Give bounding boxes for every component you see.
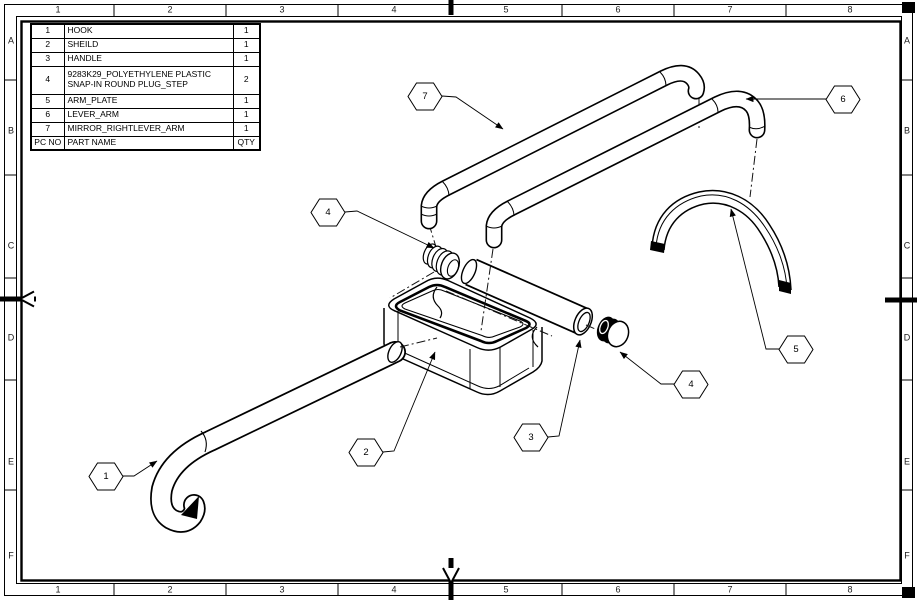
part-4-plug-ribbed <box>422 243 461 280</box>
part-3-handle-cylinder <box>460 258 594 336</box>
header-qty: QTY <box>232 135 261 151</box>
part-pc-no: 3 <box>30 51 65 67</box>
part-qty: 1 <box>232 107 261 123</box>
header-pc-no: PC NO <box>30 135 65 151</box>
table-row: 4 9283K29_POLYETHYLENE PLASTIC SNAP-IN R… <box>30 65 261 95</box>
zone-col-top-4: 4 <box>391 4 397 15</box>
part-name: ARM_PLATE <box>63 93 234 109</box>
part-qty: 1 <box>232 23 261 39</box>
corner-trim-marks <box>902 2 915 598</box>
parts-table: 1 HOOK 1 2 SHEILD 1 3 HANDLE 1 4 9283K29… <box>30 23 261 151</box>
zone-col-top-5: 5 <box>503 4 509 15</box>
zone-row-left-d: D <box>7 332 15 343</box>
zone-col-bottom-1: 1 <box>55 584 61 595</box>
zone-col-top-1: 1 <box>55 4 61 15</box>
zone-col-bottom-2: 2 <box>167 584 173 595</box>
zone-col-top-8: 8 <box>847 4 853 15</box>
part-6-lever-arm <box>485 90 766 249</box>
balloon-2-label: 2 <box>363 447 369 458</box>
part-pc-no: 4 <box>30 65 65 95</box>
zone-col-bottom-4: 4 <box>391 584 397 595</box>
table-header-row: PC NO PART NAME QTY <box>30 135 261 151</box>
table-row: 2 SHEILD 1 <box>30 37 261 53</box>
part-qty: 1 <box>232 37 261 53</box>
zone-col-bottom-6: 6 <box>615 584 621 595</box>
zone-row-right-e: E <box>903 456 911 467</box>
table-row: 6 LEVER_ARM 1 <box>30 107 261 123</box>
part-name: 9283K29_POLYETHYLENE PLASTIC SNAP-IN ROU… <box>63 65 234 95</box>
balloon-4-left: 4 <box>310 198 346 227</box>
balloon-3: 3 <box>513 423 549 452</box>
part-qty: 1 <box>232 93 261 109</box>
zone-col-bottom-7: 7 <box>727 584 733 595</box>
header-part-name: PART NAME <box>63 135 234 151</box>
table-row: 1 HOOK 1 <box>30 23 261 39</box>
part-name: LEVER_ARM <box>63 107 234 123</box>
zone-row-left-b: B <box>7 125 15 136</box>
balloon-7-label: 7 <box>422 91 428 102</box>
table-row: 3 HANDLE 1 <box>30 51 261 67</box>
balloon-4-right-label: 4 <box>688 379 694 390</box>
part-pc-no: 1 <box>30 23 65 39</box>
balloon-4-right: 4 <box>673 370 709 399</box>
part-pc-no: 5 <box>30 93 65 109</box>
zone-row-left-f: F <box>8 550 14 561</box>
balloon-5: 5 <box>778 335 814 364</box>
zone-row-right-a: A <box>903 35 911 46</box>
zone-row-left-c: C <box>7 240 15 251</box>
part-qty: 1 <box>232 51 261 67</box>
zone-col-top-2: 2 <box>167 4 173 15</box>
part-pc-no: 7 <box>30 121 65 137</box>
zone-col-bottom-8: 8 <box>847 584 853 595</box>
part-7-mirror-lever-arm <box>420 64 706 230</box>
balloon-3-label: 3 <box>528 432 534 443</box>
balloon-1-label: 1 <box>103 471 109 482</box>
zone-row-left-a: A <box>7 35 15 46</box>
part-qty: 2 <box>232 65 261 95</box>
balloon-7: 7 <box>407 82 443 111</box>
part-4-plug-stepped <box>596 316 630 348</box>
part-name: SHEILD <box>63 37 234 53</box>
table-row: 5 ARM_PLATE 1 <box>30 93 261 109</box>
zone-col-top-6: 6 <box>615 4 621 15</box>
zone-row-right-c: C <box>903 240 911 251</box>
part-pc-no: 2 <box>30 37 65 53</box>
table-row: 7 MIRROR_RIGHTLEVER_ARM 1 <box>30 121 261 137</box>
part-name: MIRROR_RIGHTLEVER_ARM <box>63 121 234 137</box>
balloon-5-label: 5 <box>793 344 799 355</box>
part-pc-no: 6 <box>30 107 65 123</box>
zone-col-top-7: 7 <box>727 4 733 15</box>
part-1-hook <box>150 341 406 533</box>
zone-row-left-e: E <box>7 456 15 467</box>
zone-col-top-3: 3 <box>279 4 285 15</box>
balloon-leaders <box>123 95 826 477</box>
balloon-1: 1 <box>88 462 124 491</box>
part-name: HANDLE <box>63 51 234 67</box>
balloon-4-left-label: 4 <box>325 207 331 218</box>
balloon-2: 2 <box>348 438 384 467</box>
zone-row-right-f: F <box>904 550 910 561</box>
zone-col-bottom-5: 5 <box>503 584 509 595</box>
part-qty: 1 <box>232 121 261 137</box>
part-name: HOOK <box>63 23 234 39</box>
zone-col-bottom-3: 3 <box>279 584 285 595</box>
zone-row-right-b: B <box>903 125 911 136</box>
part-5-arm-plate-strap <box>650 189 792 294</box>
balloon-6: 6 <box>825 85 861 114</box>
zone-row-right-d: D <box>903 332 911 343</box>
balloon-6-label: 6 <box>840 94 846 105</box>
